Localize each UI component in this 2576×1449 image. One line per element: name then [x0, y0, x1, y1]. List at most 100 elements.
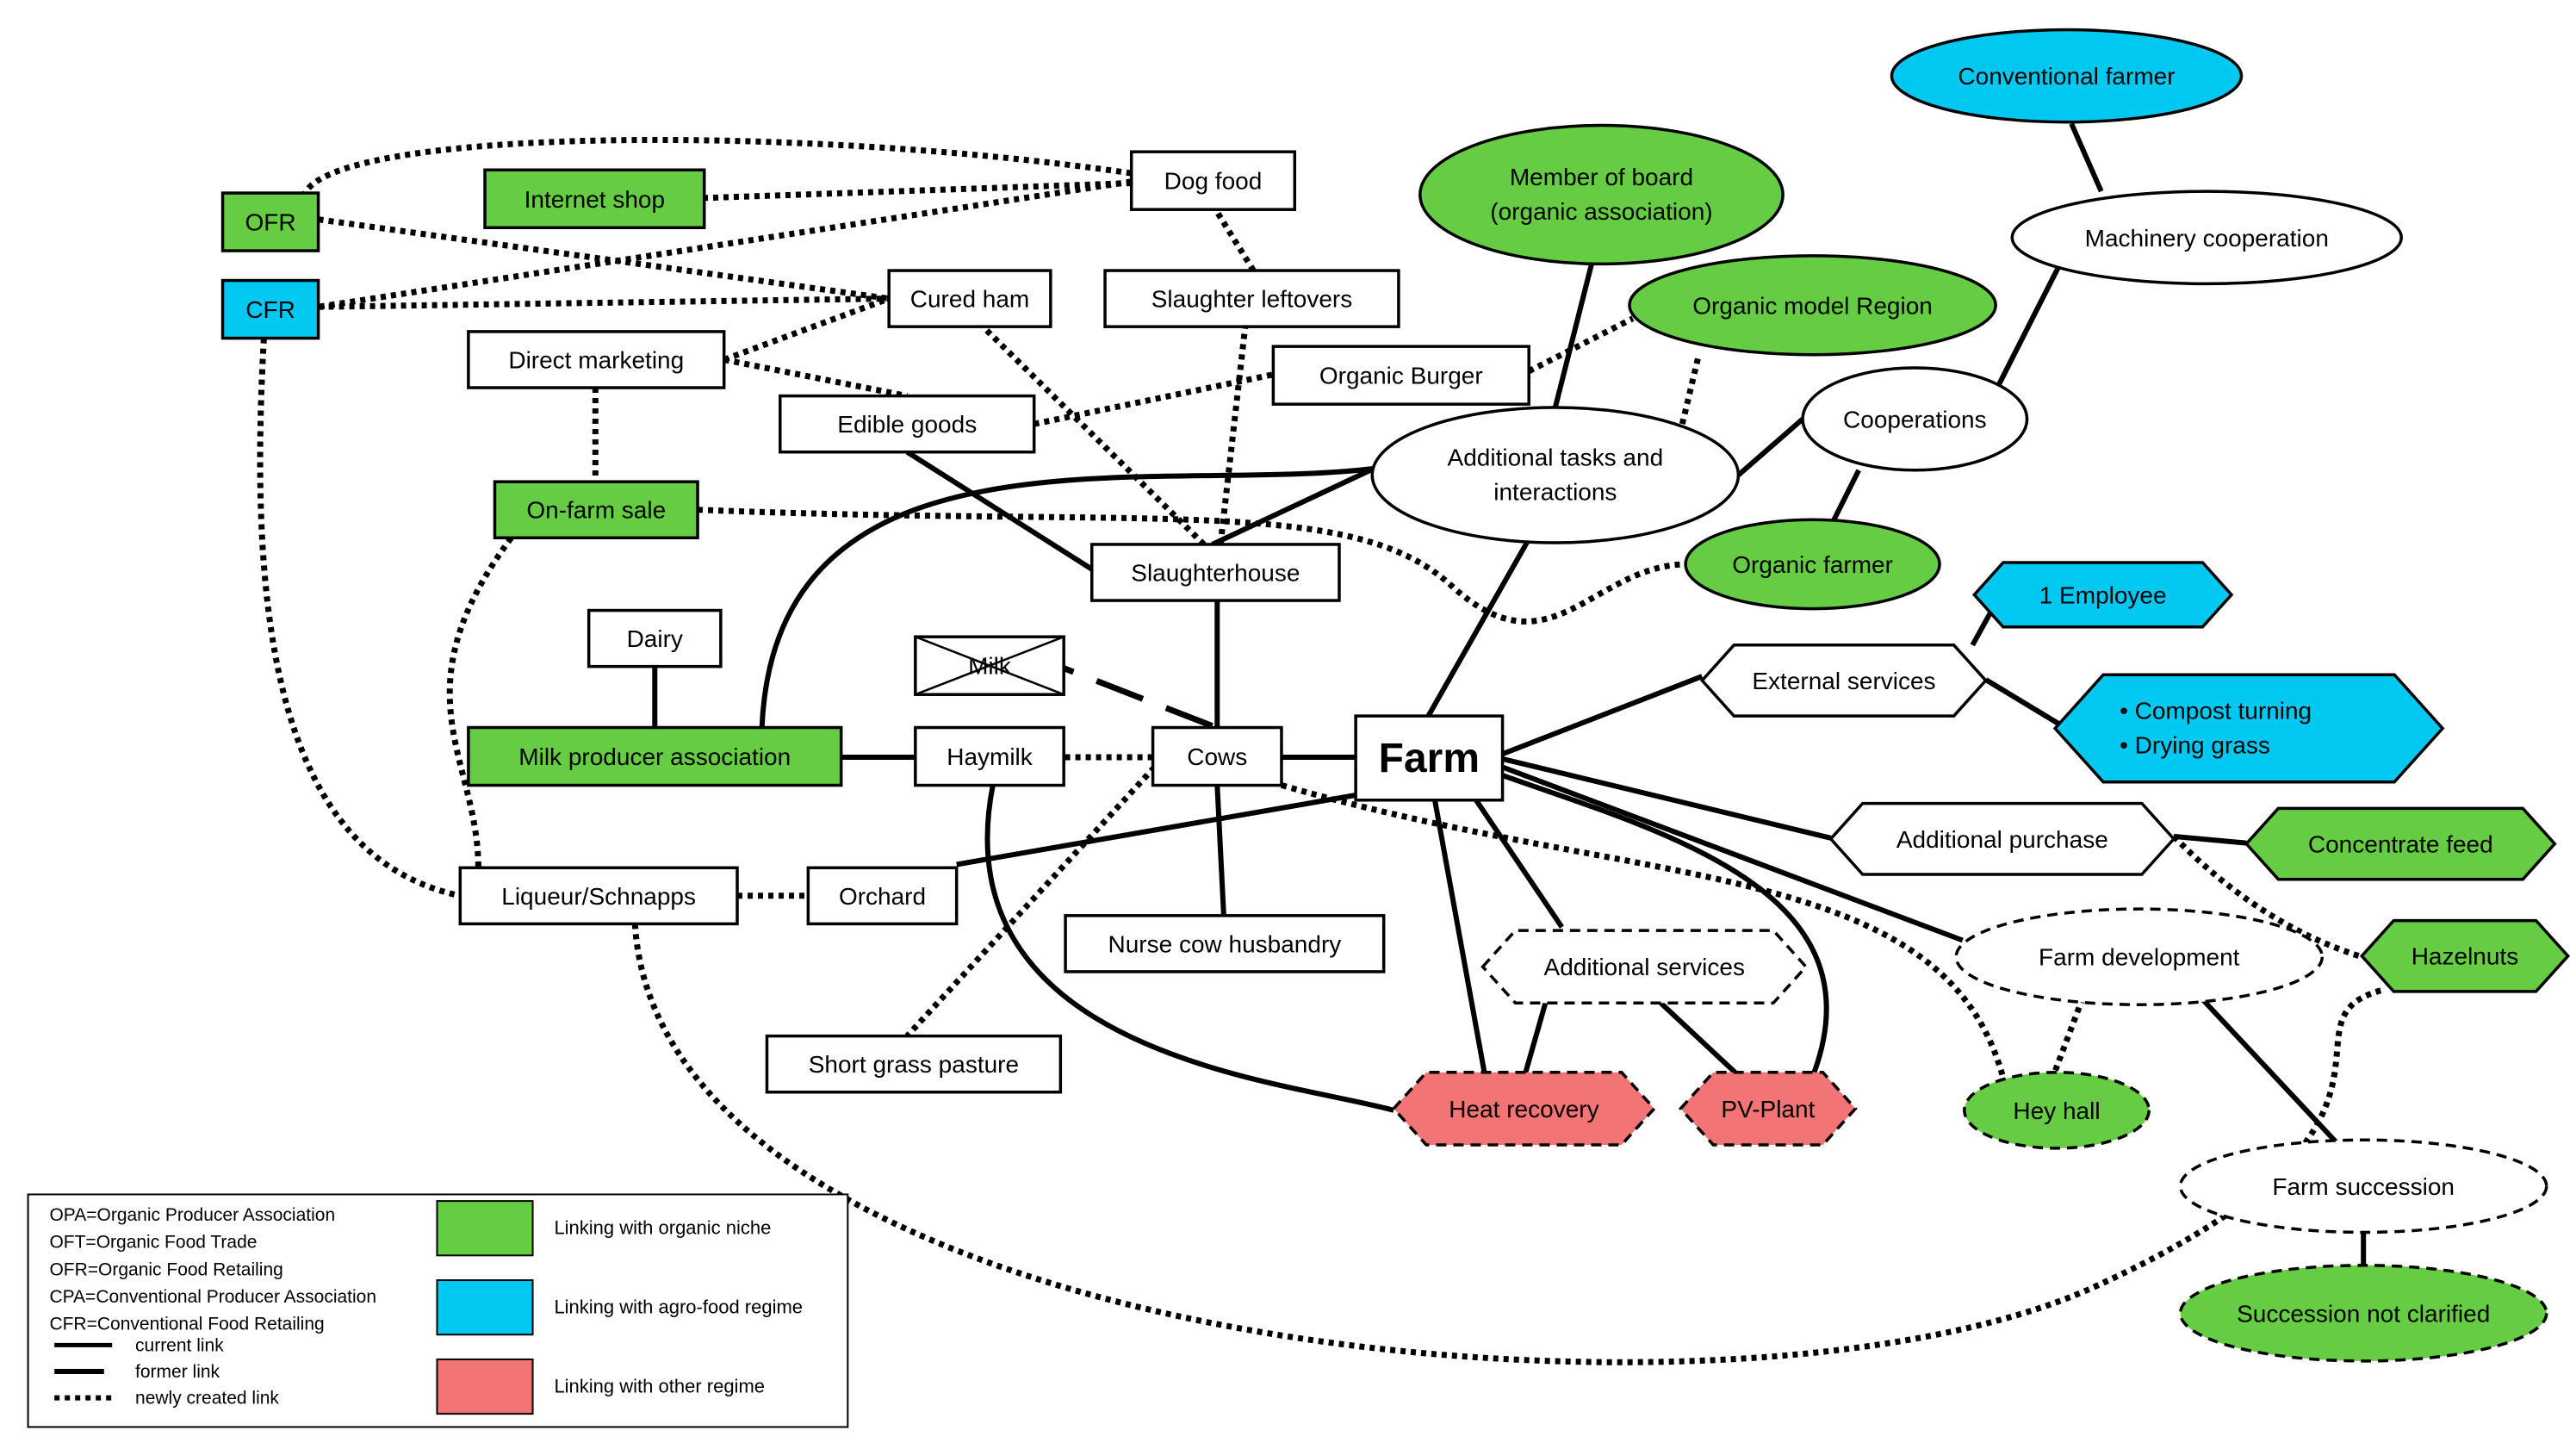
- edge-farm-to-additional-services-current-link: [1474, 799, 1564, 929]
- node-orchard: Orchard: [806, 866, 959, 926]
- node-cured-ham: Cured ham: [887, 269, 1052, 328]
- dog-food-label: Dog food: [1164, 168, 1263, 195]
- one-employee-label: 1 Employee: [2039, 581, 2167, 608]
- edge-organic-burger-to-organic-model-region-new-link: [1527, 315, 1635, 375]
- dog-food-box: [1129, 150, 1297, 211]
- succession-not-clarified-label: Succession not clarified: [2237, 1300, 2490, 1327]
- legend-abbreviation: OFT=Organic Food Trade: [49, 1233, 257, 1253]
- orchard-label: Orchard: [839, 883, 926, 910]
- member-of-board-ellipse: [1418, 123, 1785, 266]
- hazelnuts-label: Hazelnuts: [2412, 943, 2519, 970]
- succession-not-clarified-ellipse: [2178, 1264, 2548, 1363]
- farm-development-label: Farm development: [2039, 944, 2240, 971]
- additional-tasks-label-line-1: Additional tasks and: [1448, 445, 1664, 471]
- edge-on-farm-sale-to-liqueur-schnapps-new-link: [446, 536, 514, 868]
- organic-model-region-ellipse: [1628, 254, 1997, 357]
- internet-shop-box: [483, 168, 706, 230]
- legend: OPA=Organic Producer AssociationOFT=Orga…: [27, 1193, 849, 1428]
- edible-goods-box: [779, 394, 1036, 454]
- edge-dog-food-to-cfr-new-link: [318, 178, 1133, 310]
- slaughter-leftovers-label: Slaughter leftovers: [1151, 286, 1352, 313]
- legend-line-label: former link: [135, 1362, 220, 1382]
- haymilk-box: [914, 725, 1065, 787]
- node-organic-model-region: Organic model Region: [1628, 254, 1997, 357]
- additional-purchase-hexagon: [1828, 801, 2176, 876]
- machinery-cooperation-ellipse: [2010, 190, 2403, 286]
- slaughter-leftovers-box: [1103, 269, 1400, 328]
- dairy-box: [587, 608, 723, 669]
- member-of-board-label-line-1: Member of board: [1510, 164, 1693, 190]
- edge-farm-to-additional-tasks-current-link: [1425, 534, 1533, 718]
- liqueur-schnapps-box: [458, 866, 739, 926]
- edge-farm-to-orchard-current-link: [956, 793, 1356, 868]
- edge-slaughterhouse-to-cured-ham-new-link: [980, 324, 1207, 547]
- orchard-box: [806, 866, 959, 926]
- edge-layer: [257, 122, 2385, 1365]
- organic-burger-label: Organic Burger: [1319, 363, 1483, 389]
- edge-direct-marketing-to-cured-ham-new-link: [723, 295, 891, 363]
- edge-additional-tasks-to-cooperations-current-link: [1736, 417, 1805, 477]
- milk-producer-association-box: [467, 725, 843, 787]
- node-succession-not-clarified: Succession not clarified: [2178, 1264, 2548, 1363]
- additional-tasks-label-line-2: interactions: [1493, 479, 1617, 506]
- cfr-label: CFR: [245, 296, 295, 323]
- farm-development-ellipse: [1954, 907, 2325, 1006]
- edge-additional-tasks-to-member-of-board-current-link: [1552, 263, 1594, 408]
- edge-farm-to-pv-plant-current-link: [1501, 773, 1829, 1073]
- node-heat-recovery: Heat recovery: [1391, 1071, 1657, 1147]
- edge-additional-services-to-pv-plant-current-link: [1659, 1001, 1737, 1074]
- edge-cows-to-milk-former-link: [1062, 665, 1214, 729]
- edge-cows-to-hey-hall-new-link: [1281, 782, 2008, 1082]
- node-compost-drying: • Compost turning• Drying grass: [2052, 673, 2445, 784]
- node-cooperations: Cooperations: [1801, 366, 2029, 472]
- pv-plant-hexagon: [1679, 1071, 1858, 1147]
- node-edible-goods: Edible goods: [779, 394, 1036, 454]
- heat-recovery-hexagon: [1391, 1071, 1657, 1147]
- node-additional-tasks: Additional tasks and interactions: [1370, 406, 1741, 544]
- edge-cows-to-nurse-cow-husbandry-current-link: [1214, 785, 1226, 916]
- legend-abbreviation: CPA=Conventional Producer Association: [49, 1287, 376, 1307]
- additional-services-label: Additional services: [1544, 954, 1745, 980]
- external-services-hexagon: [1699, 644, 1989, 718]
- node-farm-succession: Farm succession: [2178, 1138, 2548, 1234]
- nurse-cow-husbandry-label: Nurse cow husbandry: [1108, 930, 1341, 957]
- cured-ham-box: [887, 269, 1052, 328]
- hazelnuts-hexagon: [2359, 918, 2571, 993]
- node-external-services: External services: [1699, 644, 1989, 718]
- edge-farm-to-additional-purchase-current-link: [1501, 756, 1832, 841]
- cross-out-line: [915, 636, 1065, 696]
- node-nurse-cow-husbandry: Nurse cow husbandry: [1064, 914, 1386, 973]
- farm-label: Farm: [1379, 736, 1480, 781]
- edge-slaughterhouse-to-edible-goods-current-link: [905, 450, 1094, 572]
- cfr-box: [220, 278, 320, 340]
- node-machinery-cooperation: Machinery cooperation: [2010, 190, 2403, 286]
- node-dog-food: Dog food: [1129, 150, 1297, 211]
- edge-dog-food-to-internet-shop-new-link: [704, 180, 1132, 202]
- edge-cooperations-to-machinery-cooperation-current-link: [1995, 259, 2064, 389]
- node-pv-plant: PV-Plant: [1679, 1071, 1858, 1147]
- node-farm-development: Farm development: [1954, 907, 2325, 1006]
- legend-color-label: Linking with agro-food regime: [554, 1296, 803, 1317]
- external-services-label: External services: [1752, 668, 1935, 694]
- machinery-cooperation-label: Machinery cooperation: [2085, 225, 2329, 252]
- node-organic-farmer: Organic farmer: [1684, 518, 1941, 611]
- slaughterhouse-box: [1089, 543, 1341, 602]
- edge-haymilk-to-heat-recovery-current-link: [984, 784, 1394, 1113]
- milk-label: Milk: [968, 653, 1012, 680]
- edge-cooperations-to-organic-farmer-current-link: [1831, 469, 1861, 521]
- edge-machinery-cooperation-to-conventional-farmer-current-link: [2069, 122, 2104, 193]
- farm-succession-ellipse: [2178, 1138, 2548, 1234]
- edible-goods-label: Edible goods: [837, 411, 977, 438]
- slaughterhouse-label: Slaughterhouse: [1131, 560, 1300, 587]
- internet-shop-label: Internet shop: [525, 186, 665, 213]
- legend-color-label: Linking with organic niche: [554, 1216, 771, 1238]
- additional-tasks-ellipse: [1370, 406, 1741, 544]
- edge-ofr-to-cured-ham-new-link: [318, 216, 890, 302]
- node-farm: Farm: [1354, 714, 1505, 802]
- nurse-cow-husbandry-box: [1064, 914, 1386, 973]
- node-dairy: Dairy: [587, 608, 723, 669]
- node-organic-burger: Organic Burger: [1271, 345, 1530, 406]
- node-additional-purchase: Additional purchase: [1828, 801, 2176, 876]
